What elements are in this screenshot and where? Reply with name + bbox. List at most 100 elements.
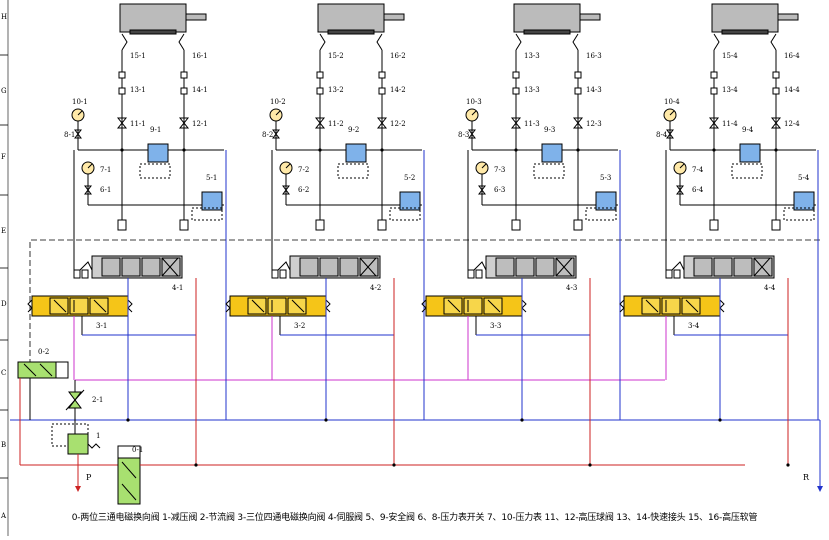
high-pressure-hose (178, 33, 185, 51)
label-hose-right: 16-3 (586, 52, 602, 60)
servo-arrow (359, 257, 377, 277)
high-pressure-hose (515, 33, 522, 51)
label-hose-left: 15-1 (130, 52, 146, 60)
ball-valve (510, 117, 522, 129)
check-valve (179, 219, 189, 231)
label-ball-right: 12-3 (586, 120, 602, 128)
quick-coupling (316, 71, 324, 79)
safety-valve-mid (793, 191, 815, 211)
servo-solenoid (671, 261, 685, 271)
label-switch-2: 6-2 (298, 186, 309, 194)
high-pressure-hose (572, 33, 579, 51)
high-pressure-hose (713, 33, 720, 51)
check-valve (573, 219, 583, 231)
cylinder-rod (579, 13, 601, 21)
dcv-cell (661, 297, 681, 315)
label-coupling-right: 14-3 (586, 86, 602, 94)
dcv-spring (421, 299, 427, 313)
gauge-needle (679, 163, 685, 169)
quick-coupling (772, 87, 780, 95)
label-dcv: 3-1 (96, 322, 107, 330)
row-label: G (1, 87, 7, 95)
high-pressure-hose (770, 33, 777, 51)
servo-valve-cell (319, 257, 339, 277)
gauge-needle (275, 110, 281, 116)
label-ball-left: 11-3 (524, 120, 540, 128)
dcv-arrow (251, 299, 265, 313)
label-coupling-right: 14-1 (192, 86, 208, 94)
quick-coupling (378, 71, 386, 79)
check-valve (511, 219, 521, 231)
dcv-arrow (685, 299, 699, 313)
servo-valve-cell (535, 257, 555, 277)
label-hose-right: 16-1 (192, 52, 208, 60)
gauge-switch (272, 129, 280, 139)
label-hose-left: 15-4 (722, 52, 738, 60)
quick-coupling (118, 87, 126, 95)
dcv-spring (521, 299, 527, 313)
servo-valve-cell (299, 257, 319, 277)
gauge-needle (285, 163, 291, 169)
safety-valve-mid (595, 191, 617, 211)
servo-valve-cell (495, 257, 515, 277)
quick-coupling (710, 87, 718, 95)
junction-dot (718, 418, 722, 422)
servo-valve-cell (733, 257, 753, 277)
dashed-enclosure (29, 239, 820, 365)
hydraulic-cylinder (119, 3, 187, 33)
servo-valve-cell (693, 257, 713, 277)
junction-dot (120, 148, 124, 152)
quick-coupling (118, 71, 126, 79)
valve-arrow (39, 363, 53, 377)
servo-solenoid (79, 261, 93, 271)
coupling-small (665, 269, 673, 279)
safety-valve-upper (739, 143, 761, 163)
quick-coupling (512, 71, 520, 79)
safety-valve-upper (147, 143, 169, 163)
safety-valve-frame (585, 207, 617, 221)
solenoid-valve-0-1 (117, 457, 141, 505)
label-servo: 4-4 (764, 284, 776, 292)
row-label: F (1, 153, 6, 161)
servo-solenoid (473, 261, 487, 271)
coupling-small (673, 269, 681, 279)
label-dcv: 3-3 (490, 322, 501, 330)
quick-coupling (772, 71, 780, 79)
junction-dot (712, 148, 716, 152)
servo-arrow (753, 257, 771, 277)
quick-coupling (574, 71, 582, 79)
arrow-r (817, 486, 823, 492)
servo-valve-cell (101, 257, 121, 277)
coupling-small (73, 269, 81, 279)
label-valve-0-1: 0-1 (132, 446, 143, 454)
label-gauge-switch: 8-4 (656, 131, 668, 139)
label-coupling-left: 13-1 (130, 86, 146, 94)
label-hose-right: 16-4 (784, 52, 800, 60)
label-gauge-2: 7-2 (298, 166, 309, 174)
quick-coupling (180, 87, 188, 95)
safety-valve-mid (399, 191, 421, 211)
label-servo: 4-2 (370, 284, 381, 292)
pressure-reducing-valve (67, 433, 89, 455)
label-port-r: R (803, 473, 810, 482)
label-coupling-left: 13-4 (722, 86, 738, 94)
label-gauge: 10-4 (664, 98, 680, 106)
coupling-small (279, 269, 287, 279)
throttle-arrow (65, 389, 85, 411)
hydraulic-cylinder (317, 3, 385, 33)
valve-arrow (121, 461, 137, 479)
junction-dot (380, 148, 384, 152)
label-gauge-switch: 8-1 (64, 131, 75, 139)
check-valve (709, 219, 719, 231)
coupling-small (467, 269, 475, 279)
gauge-needle (87, 163, 93, 169)
ball-valve (314, 117, 326, 129)
safety-valve-frame (139, 163, 171, 179)
hydraulic-cylinder (711, 3, 779, 33)
servo-valve-cell (141, 257, 161, 277)
cylinder-rod (777, 13, 799, 21)
row-label: B (1, 441, 7, 449)
label-coupling-left: 13-3 (524, 86, 540, 94)
